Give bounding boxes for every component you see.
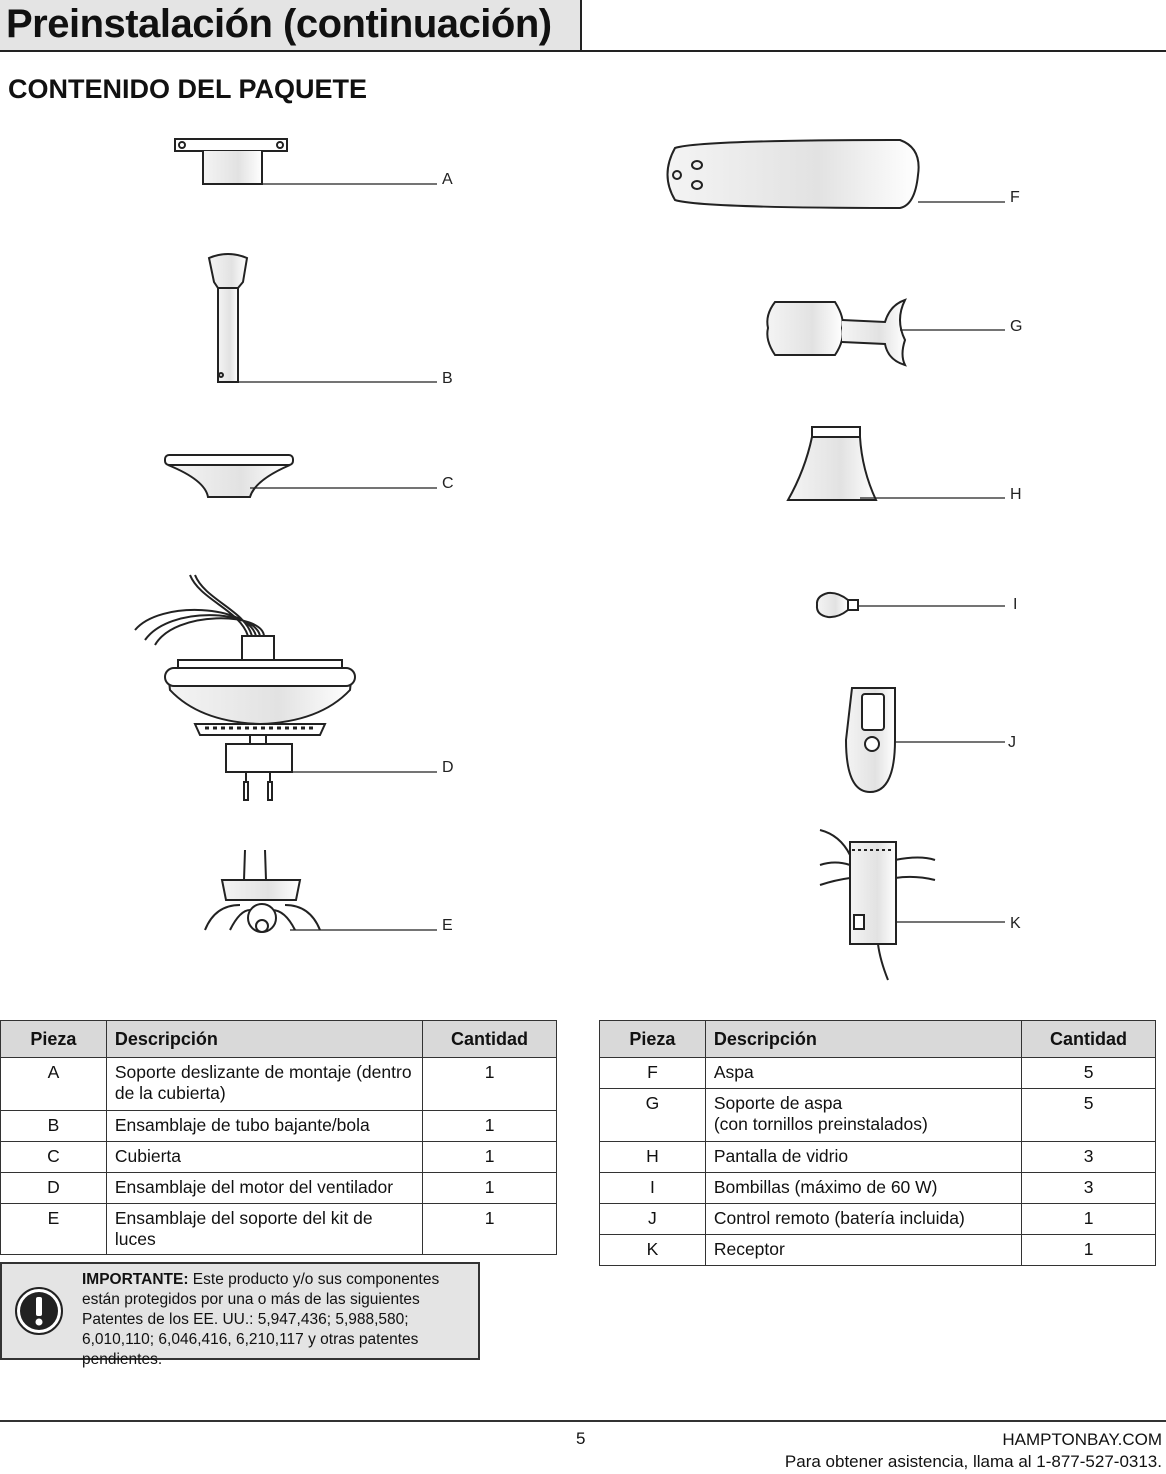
part-g-blade-iron: [766, 298, 1005, 367]
part-description: Ensamblaje del soporte del kit de luces: [105, 1203, 424, 1255]
label-g: G: [1010, 318, 1022, 335]
part-letter: F: [599, 1057, 706, 1089]
part-h-glass-shade: [786, 426, 1005, 501]
table-row: E Ensamblaje del soporte del kit de luce…: [0, 1203, 557, 1255]
table-row: D Ensamblaje del motor del ventilador 1: [0, 1172, 557, 1204]
header-quantity: Cantidad: [422, 1020, 557, 1058]
package-contents-diagram: A B C D E F G H I J K: [134, 138, 1022, 981]
table-row: B Ensamblaje de tubo bajante/bola 1: [0, 1110, 557, 1142]
part-description-line1: Soporte de aspa: [713, 1093, 843, 1113]
part-quantity: 1: [422, 1110, 557, 1142]
section-title: CONTENIDO DEL PAQUETE: [8, 74, 368, 104]
part-letter: I: [599, 1172, 706, 1204]
notice-label: IMPORTANTE:: [82, 1271, 189, 1288]
part-description: Cubierta: [105, 1141, 424, 1173]
header-part: Pieza: [599, 1020, 706, 1058]
part-letter: K: [599, 1234, 706, 1266]
part-a-mounting-bracket: [174, 138, 437, 185]
header-quantity: Cantidad: [1021, 1020, 1156, 1058]
label-h: H: [1010, 486, 1022, 503]
part-letter: D: [0, 1172, 107, 1204]
part-d-motor-assembly: [134, 574, 437, 801]
part-description: Receptor: [704, 1234, 1023, 1266]
label-a: A: [442, 171, 453, 188]
part-description: Soporte de aspa (con tornillos preinstal…: [704, 1088, 1023, 1142]
part-quantity: 1: [1021, 1234, 1156, 1266]
part-quantity: 5: [1021, 1088, 1156, 1142]
page-number: 5: [576, 1429, 586, 1448]
part-quantity: 1: [422, 1172, 557, 1204]
table-row: I Bombillas (máximo de 60 W) 3: [599, 1172, 1156, 1204]
part-description: Control remoto (batería incluida): [704, 1203, 1023, 1235]
part-quantity: 3: [1021, 1172, 1156, 1204]
part-quantity: 1: [422, 1203, 557, 1255]
table-row: C Cubierta 1: [0, 1141, 557, 1173]
part-i-bulb: [815, 591, 1005, 619]
table-row: F Aspa 5: [599, 1057, 1156, 1089]
parts-table-right: Pieza Descripción Cantidad F Aspa 5 G So…: [599, 1020, 1156, 1266]
label-d: D: [442, 759, 454, 776]
footer-website: HAMPTONBAY.COM: [1002, 1430, 1162, 1449]
part-letter: A: [0, 1057, 107, 1111]
part-description: Pantalla de vidrio: [704, 1141, 1023, 1173]
footer-rule: [0, 1420, 1166, 1422]
part-description: Aspa: [704, 1057, 1023, 1089]
table-row: K Receptor 1: [599, 1234, 1156, 1266]
part-quantity: 1: [422, 1141, 557, 1173]
title-box: Preinstalación (continuación): [0, 0, 582, 50]
header-description: Descripción: [704, 1020, 1023, 1058]
important-notice: IMPORTANTE: Este producto y/o sus compon…: [0, 1262, 480, 1368]
part-quantity: 3: [1021, 1141, 1156, 1173]
label-b: B: [442, 370, 453, 387]
label-f: F: [1010, 189, 1020, 206]
notice-body: Este producto y/o sus componentes están …: [82, 1271, 440, 1368]
part-description: Ensamblaje de tubo bajante/bola: [105, 1110, 424, 1142]
part-quantity: 1: [422, 1057, 557, 1111]
table-row: J Control remoto (batería incluida) 1: [599, 1203, 1156, 1235]
label-i: I: [1013, 596, 1017, 613]
header-rule: [0, 50, 1166, 52]
label-c: C: [442, 475, 454, 492]
part-letter: H: [599, 1141, 706, 1173]
label-j: J: [1008, 734, 1016, 751]
part-c-canopy: [164, 454, 437, 498]
part-quantity: 5: [1021, 1057, 1156, 1089]
exclamation-icon: [15, 1287, 63, 1335]
header-part: Pieza: [0, 1020, 107, 1058]
part-letter: B: [0, 1110, 107, 1142]
part-letter: G: [599, 1088, 706, 1142]
label-k: K: [1010, 915, 1021, 932]
part-j-remote: [844, 687, 1005, 794]
part-letter: E: [0, 1203, 107, 1255]
part-e-light-kit: [204, 849, 437, 933]
part-f-blade: [666, 138, 1005, 210]
footer-support: Para obtener asistencia, llama al 1-877-…: [784, 1452, 1162, 1471]
table-row: H Pantalla de vidrio 3: [599, 1141, 1156, 1173]
part-letter: J: [599, 1203, 706, 1235]
label-e: E: [442, 917, 453, 934]
page-title: Preinstalación (continuación): [6, 2, 552, 46]
table-row: A Soporte deslizante de montaje (dentro …: [0, 1057, 557, 1111]
page-header: Preinstalación (continuación): [0, 0, 1166, 52]
part-description: Soporte deslizante de montaje (dentro de…: [105, 1057, 424, 1111]
part-b-downrod: [207, 253, 437, 383]
header-description: Descripción: [105, 1020, 424, 1058]
part-k-receiver: [819, 829, 1005, 981]
part-description: Ensamblaje del motor del ventilador: [105, 1172, 424, 1204]
notice-text: IMPORTANTE: Este producto y/o sus compon…: [82, 1270, 474, 1370]
part-letter: C: [0, 1141, 107, 1173]
part-description-line2: (con tornillos preinstalados): [713, 1114, 928, 1134]
table-row: G Soporte de aspa (con tornillos preinst…: [599, 1088, 1156, 1142]
parts-table-left: Pieza Descripción Cantidad A Soporte des…: [0, 1020, 557, 1255]
part-quantity: 1: [1021, 1203, 1156, 1235]
part-description: Bombillas (máximo de 60 W): [704, 1172, 1023, 1204]
